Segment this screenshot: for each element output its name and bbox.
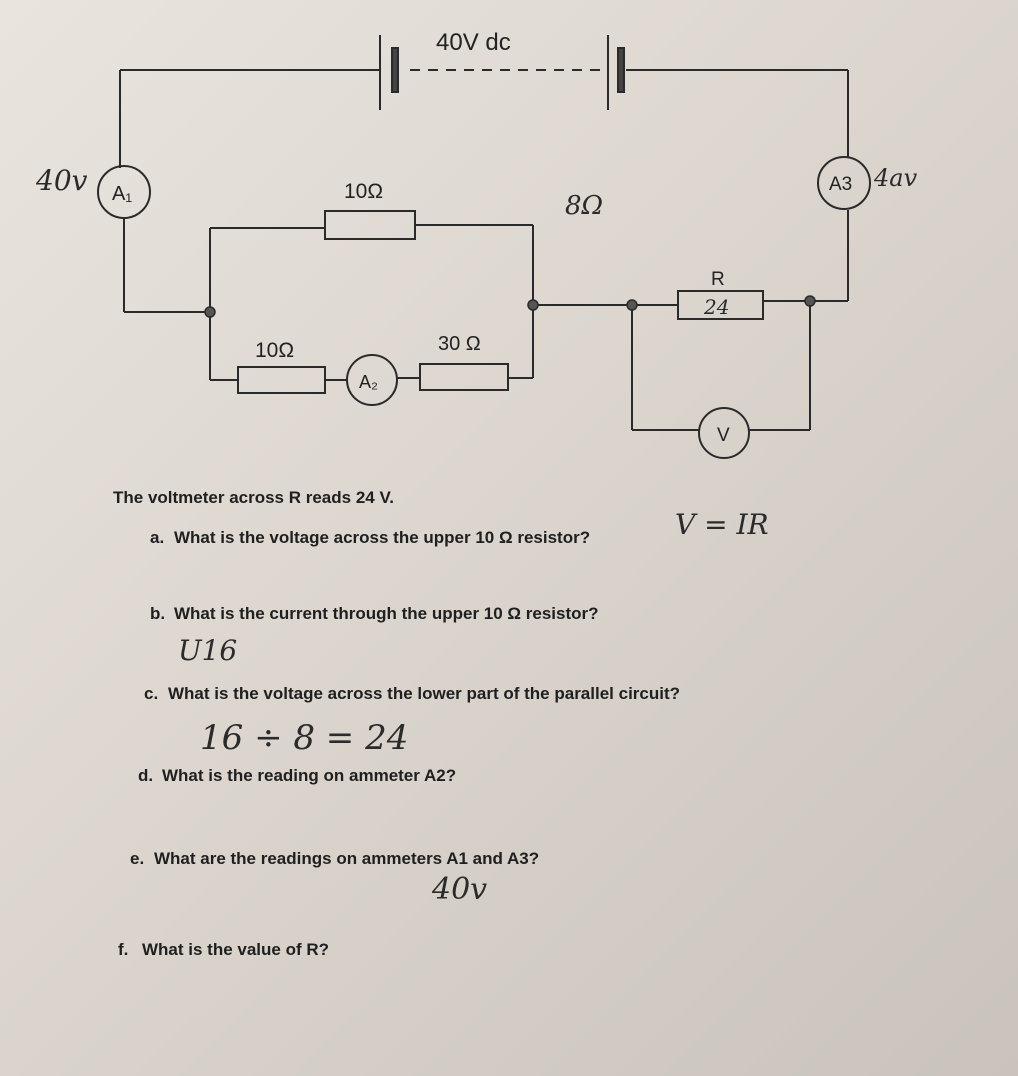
note-a1: 40v (35, 164, 88, 197)
ammeter-a3-label: A3 (829, 174, 852, 195)
question-a-label: a. (150, 528, 165, 547)
question-a: a. What is the voltage across the upper 1… (150, 528, 590, 548)
resistor-r (677, 290, 764, 320)
lower-left-resistor-label: 10Ω (255, 339, 294, 362)
intro-text: The voltmeter across R reads 24 V. (113, 488, 394, 507)
junction-left (204, 306, 216, 318)
lower-right-resistor-label: 30 Ω (438, 333, 481, 355)
battery-plate-left-short (391, 47, 399, 93)
answer-e: 40v (432, 872, 488, 907)
answer-c: 16 ÷ 8 = 24 (200, 718, 409, 758)
question-b: b. What is the current through the upper … (150, 604, 599, 624)
question-c-label: c. (144, 684, 159, 703)
question-b-text: What is the current through the upper 10… (174, 604, 599, 623)
question-f: f. What is the value of R? (118, 940, 329, 960)
ammeter-a1-label: A₁ (112, 183, 132, 205)
battery-plate-right-short (617, 47, 625, 93)
ammeter-a2-label: A₂ (359, 372, 378, 392)
lower-left-resistor (237, 366, 326, 394)
upper-resistor-label: 10Ω (344, 180, 383, 203)
ammeter-a3 (817, 156, 871, 210)
junction-parallel-right (527, 299, 539, 311)
question-e-text: What are the readings on ammeters A1 and… (154, 849, 540, 868)
upper-resistor (324, 210, 416, 240)
junction-r-left (626, 299, 638, 311)
junction-r-right (804, 295, 816, 307)
question-d-label: d. (138, 766, 154, 785)
formula-note: V = IR (675, 508, 769, 541)
note-r-value: 24 (703, 295, 729, 319)
question-e-label: e. (130, 849, 145, 868)
lower-right-resistor (419, 363, 509, 391)
supply-label: 40V dc (436, 29, 511, 56)
r-label: R (711, 269, 725, 290)
question-d-text: What is the reading on ammeter A2? (162, 766, 457, 785)
answer-b: U16 (178, 634, 238, 667)
question-e: e. What are the readings on ammeters A1 a… (130, 849, 539, 869)
question-a-text: What is the voltage across the upper 10 … (174, 528, 591, 547)
question-b-label: b. (150, 604, 166, 623)
ammeter-a2 (346, 354, 398, 406)
voltmeter-label: V (717, 425, 730, 446)
question-f-label: f. (118, 940, 129, 959)
question-c-text: What is the voltage across the lower par… (168, 684, 681, 703)
question-d: d. What is the reading on ammeter A2? (138, 766, 456, 786)
question-c: c. What is the voltage across the lower p… (144, 684, 680, 704)
voltmeter (698, 407, 750, 459)
note-upper: 8Ω (565, 191, 603, 221)
question-f-text: What is the value of R? (142, 940, 330, 959)
note-a3: 4av (873, 164, 918, 192)
